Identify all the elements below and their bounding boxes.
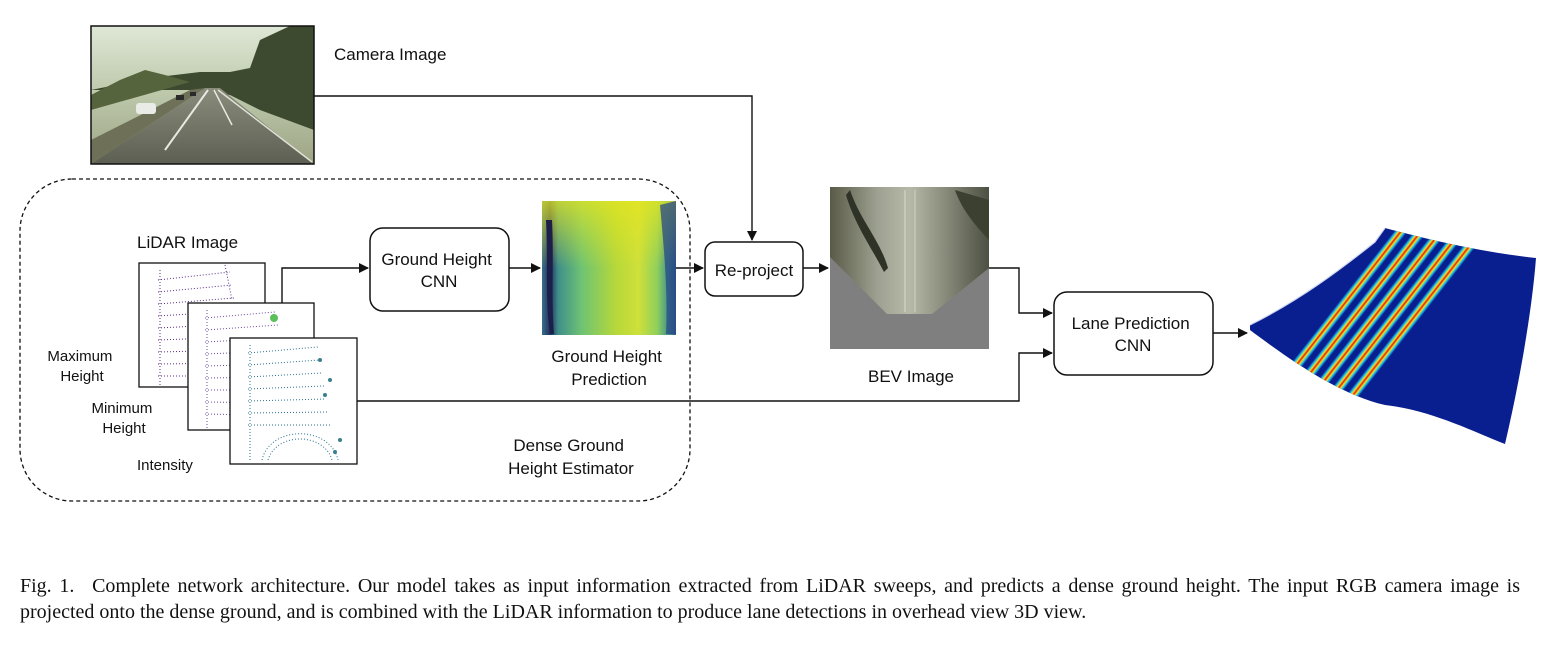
ground-height-prediction-image <box>542 201 676 335</box>
lidar-intensity-image <box>229 337 358 465</box>
ground-height-prediction-label: Ground Height Prediction <box>551 347 666 389</box>
ground-height-cnn-box <box>369 227 510 312</box>
lane-prediction-cnn-box <box>1053 291 1214 376</box>
caption-text: Complete network architecture. Our model… <box>20 575 1521 623</box>
bev-image <box>830 187 989 349</box>
reproject-label: Re-project <box>715 261 794 280</box>
lidar-image-label: LiDAR Image <box>137 233 238 252</box>
architecture-diagram: Camera Image Dense Ground Height Estimat… <box>19 25 1536 502</box>
figure-number: Fig. 1. <box>20 575 75 597</box>
ground-height-cnn-label: Ground Height CNN <box>381 250 496 291</box>
camera-image <box>90 25 315 165</box>
figure-caption: Fig. 1. Complete network architecture. O… <box>20 573 1520 625</box>
minimum-height-label: Minimum Height <box>91 400 156 437</box>
camera-to-reproject-arrow <box>314 95 757 241</box>
bev-image-label: BEV Image <box>868 367 954 386</box>
lidar-to-lane-cnn-arrow <box>357 348 1053 402</box>
bev-to-lane-cnn-arrow <box>989 267 1053 318</box>
dense-ground-height-estimator-label: Dense Ground Height Estimator <box>508 436 634 478</box>
reproject-box <box>704 241 804 297</box>
lane-output-3d-view <box>1249 227 1536 444</box>
maximum-height-label: Maximum Height <box>47 348 116 385</box>
lidar-to-ground-cnn-arrow <box>281 263 369 303</box>
camera-image-label: Camera Image <box>334 45 446 64</box>
lane-prediction-cnn-label: Lane Prediction CNN <box>1072 314 1195 355</box>
dense-ground-height-estimator-group <box>19 178 691 502</box>
intensity-label: Intensity <box>137 457 193 474</box>
